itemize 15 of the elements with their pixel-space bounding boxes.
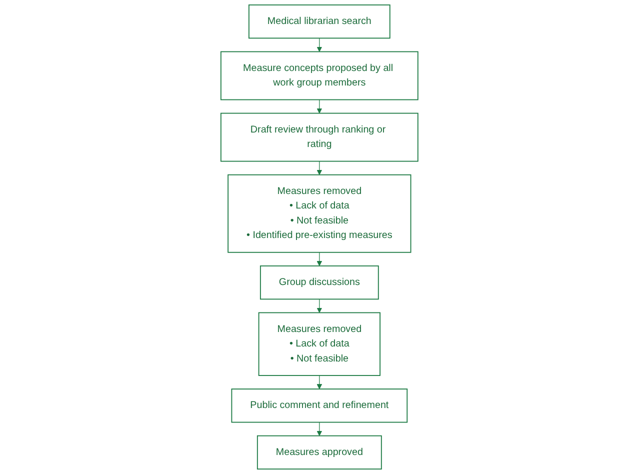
node-box: Public comment and refinement xyxy=(231,388,408,423)
node-box: Measures removed • Lack of data • Not feasible • Identified pre-existing measures xyxy=(228,174,412,253)
node-box: Measure concepts proposed by all work group members xyxy=(220,51,418,100)
arrow xyxy=(316,422,322,436)
arrow xyxy=(316,38,322,52)
node-box: Measures approved xyxy=(257,435,382,470)
arrow xyxy=(316,375,322,390)
arrow xyxy=(316,99,322,114)
node-box: Measures removed • Lack of data • Not feasible xyxy=(258,312,381,376)
node-box: Medical librarian search xyxy=(248,4,390,39)
arrow xyxy=(316,252,322,266)
node-box: Draft review through ranking or rating xyxy=(220,112,418,162)
arrow xyxy=(316,298,322,313)
arrow xyxy=(316,160,322,176)
node-box: Group discussions xyxy=(260,265,379,300)
